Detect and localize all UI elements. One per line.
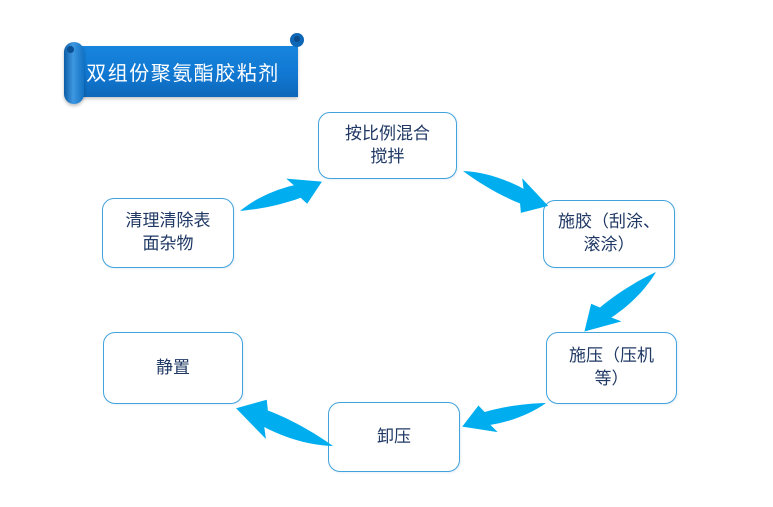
step-box-rest: 静置 — [103, 332, 243, 404]
step-box-mix-stir: 按比例混合 搅拌 — [318, 112, 457, 179]
arrow-mix-to-glue-icon — [457, 155, 555, 222]
step-box-clean-surface: 清理清除表 面杂物 — [102, 198, 234, 268]
step-box-apply-pressure: 施压（压机 等） — [546, 332, 677, 404]
step-label-clean-surface: 清理清除表 面杂物 — [125, 211, 211, 253]
step-box-apply-glue: 施胶（刮涂、 滚涂） — [543, 200, 675, 268]
arrow-press-to-release-icon — [458, 389, 550, 441]
banner-band: 双组份聚氨酯胶粘剂 — [68, 46, 298, 97]
step-label-apply-pressure: 施压（压机 等） — [569, 346, 654, 388]
banner-left-scroll-roll — [64, 42, 84, 104]
arrow-clean-to-mix-icon — [234, 168, 328, 225]
banner-right-curl — [290, 33, 304, 47]
step-label-mix-stir: 按比例混合 搅拌 — [345, 123, 430, 166]
step-box-release-pressure: 卸压 — [328, 402, 460, 472]
step-label-apply-glue: 施胶（刮涂、 滚涂） — [558, 212, 660, 254]
arrow-release-to-rest-icon — [229, 390, 340, 465]
arrow-glue-to-press-icon — [573, 260, 667, 344]
step-label-release-pressure: 卸压 — [377, 426, 411, 446]
page-title: 双组份聚氨酯胶粘剂 — [86, 63, 280, 85]
step-label-rest: 静置 — [156, 357, 190, 377]
